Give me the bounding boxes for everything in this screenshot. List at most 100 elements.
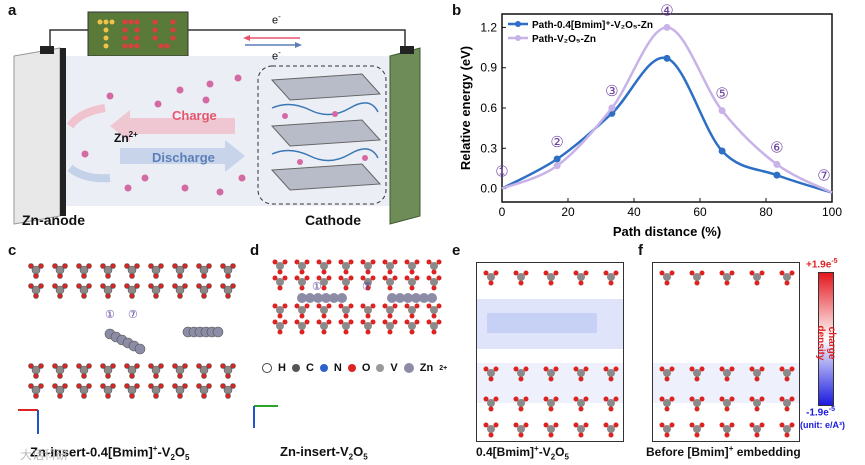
undefined [177, 273, 183, 279]
undefined [338, 319, 344, 325]
series-line-1 [501, 56, 833, 194]
marker-c-1: ① [105, 309, 115, 321]
undefined [659, 366, 665, 372]
undefined [225, 293, 231, 299]
undefined [518, 280, 524, 286]
undefined [719, 396, 725, 402]
undefined [348, 319, 354, 325]
undefined [28, 363, 34, 369]
undefined [414, 319, 420, 325]
undefined [52, 283, 58, 289]
undefined [577, 425, 585, 433]
undefined [321, 329, 327, 335]
undefined [517, 425, 525, 433]
undefined [129, 373, 135, 379]
undefined [789, 396, 795, 402]
undefined [573, 396, 579, 402]
x-tick-label: 0 [499, 205, 506, 219]
undefined [196, 263, 202, 269]
undefined [578, 406, 584, 412]
undefined [276, 262, 284, 270]
series-line-2 [501, 26, 833, 194]
charge-label: Charge [172, 108, 217, 123]
undefined [220, 363, 226, 369]
series-point [718, 147, 726, 155]
undefined [76, 363, 82, 369]
undefined [513, 270, 519, 276]
charge-map-e [476, 262, 624, 442]
undefined [753, 369, 761, 377]
undefined [426, 319, 432, 325]
undefined [487, 399, 495, 407]
undefined [784, 280, 790, 286]
legend-series-2: Path-V₂O₅-Zn [532, 34, 596, 45]
undefined [659, 270, 665, 276]
undefined [320, 278, 328, 286]
undefined [387, 285, 393, 291]
undefined [608, 376, 614, 382]
undefined [153, 293, 159, 299]
undefined [177, 293, 183, 299]
undefined [177, 373, 183, 379]
undefined [282, 259, 288, 265]
undefined [276, 306, 284, 314]
undefined [608, 406, 614, 412]
undefined [603, 270, 609, 276]
undefined [124, 363, 130, 369]
undefined [230, 363, 236, 369]
undefined [689, 422, 695, 428]
scale-top-label: +1.9e-5 [806, 258, 838, 271]
zn-ion [419, 293, 429, 303]
undefined [134, 283, 140, 289]
undefined [342, 322, 350, 330]
undefined [543, 366, 549, 372]
legend-series-1: Path-0.4[Bmim]⁺-V₂O₅-Zn [532, 20, 653, 31]
undefined [316, 319, 322, 325]
marker-d-7: ⑦ [362, 281, 372, 293]
undefined [230, 283, 236, 289]
undefined [129, 393, 135, 399]
undefined [689, 366, 695, 372]
undefined [694, 432, 700, 438]
undefined [348, 275, 354, 281]
undefined [548, 376, 554, 382]
undefined [404, 303, 410, 309]
undefined [201, 373, 207, 379]
undefined [789, 366, 795, 372]
undefined [408, 306, 416, 314]
undefined [230, 383, 236, 389]
undefined [431, 313, 437, 319]
undefined [81, 393, 87, 399]
undefined [206, 383, 212, 389]
undefined [225, 393, 231, 399]
undefined [382, 303, 388, 309]
undefined [134, 263, 140, 269]
undefined [436, 319, 442, 325]
undefined [426, 303, 432, 309]
charge-map-f-svg [653, 270, 799, 438]
series-point [553, 162, 561, 170]
undefined [382, 259, 388, 265]
undefined [414, 259, 420, 265]
undefined [182, 283, 188, 289]
undefined [86, 383, 92, 389]
undefined [158, 363, 164, 369]
undefined [553, 396, 559, 402]
undefined [779, 366, 785, 372]
undefined [81, 273, 87, 279]
undefined [553, 270, 559, 276]
undefined [57, 393, 63, 399]
undefined [759, 422, 765, 428]
undefined [404, 319, 410, 325]
undefined [320, 306, 328, 314]
undefined [577, 399, 585, 407]
undefined [547, 273, 555, 281]
undefined [493, 270, 499, 276]
undefined [607, 369, 615, 377]
undefined [409, 285, 415, 291]
undefined [749, 270, 755, 276]
undefined [386, 322, 394, 330]
undefined [409, 329, 415, 335]
undefined [38, 363, 44, 369]
undefined [408, 322, 416, 330]
